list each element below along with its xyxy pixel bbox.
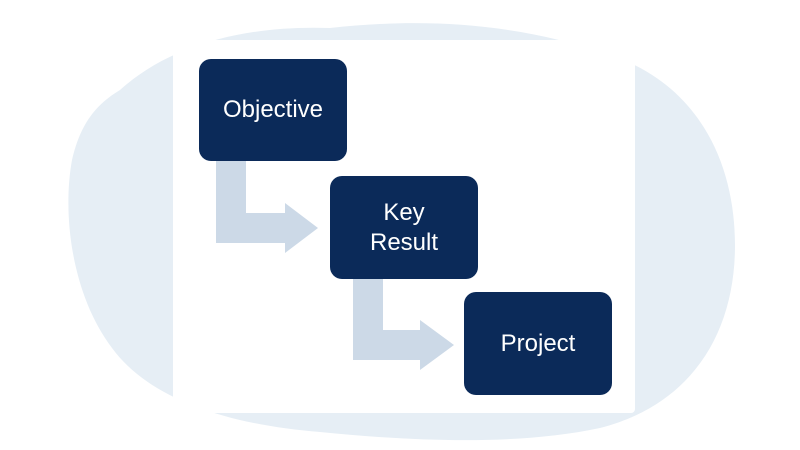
key-result-node: Key Result bbox=[330, 176, 478, 279]
arrow-objective-to-key-result bbox=[216, 161, 318, 253]
objective-node: Objective bbox=[199, 59, 347, 161]
project-label: Project bbox=[500, 329, 576, 357]
project-node: Project bbox=[464, 292, 612, 395]
objective-label: Objective bbox=[222, 96, 324, 123]
key-result-label: Key Result bbox=[369, 198, 439, 256]
arrow-key-result-to-project bbox=[353, 279, 454, 370]
